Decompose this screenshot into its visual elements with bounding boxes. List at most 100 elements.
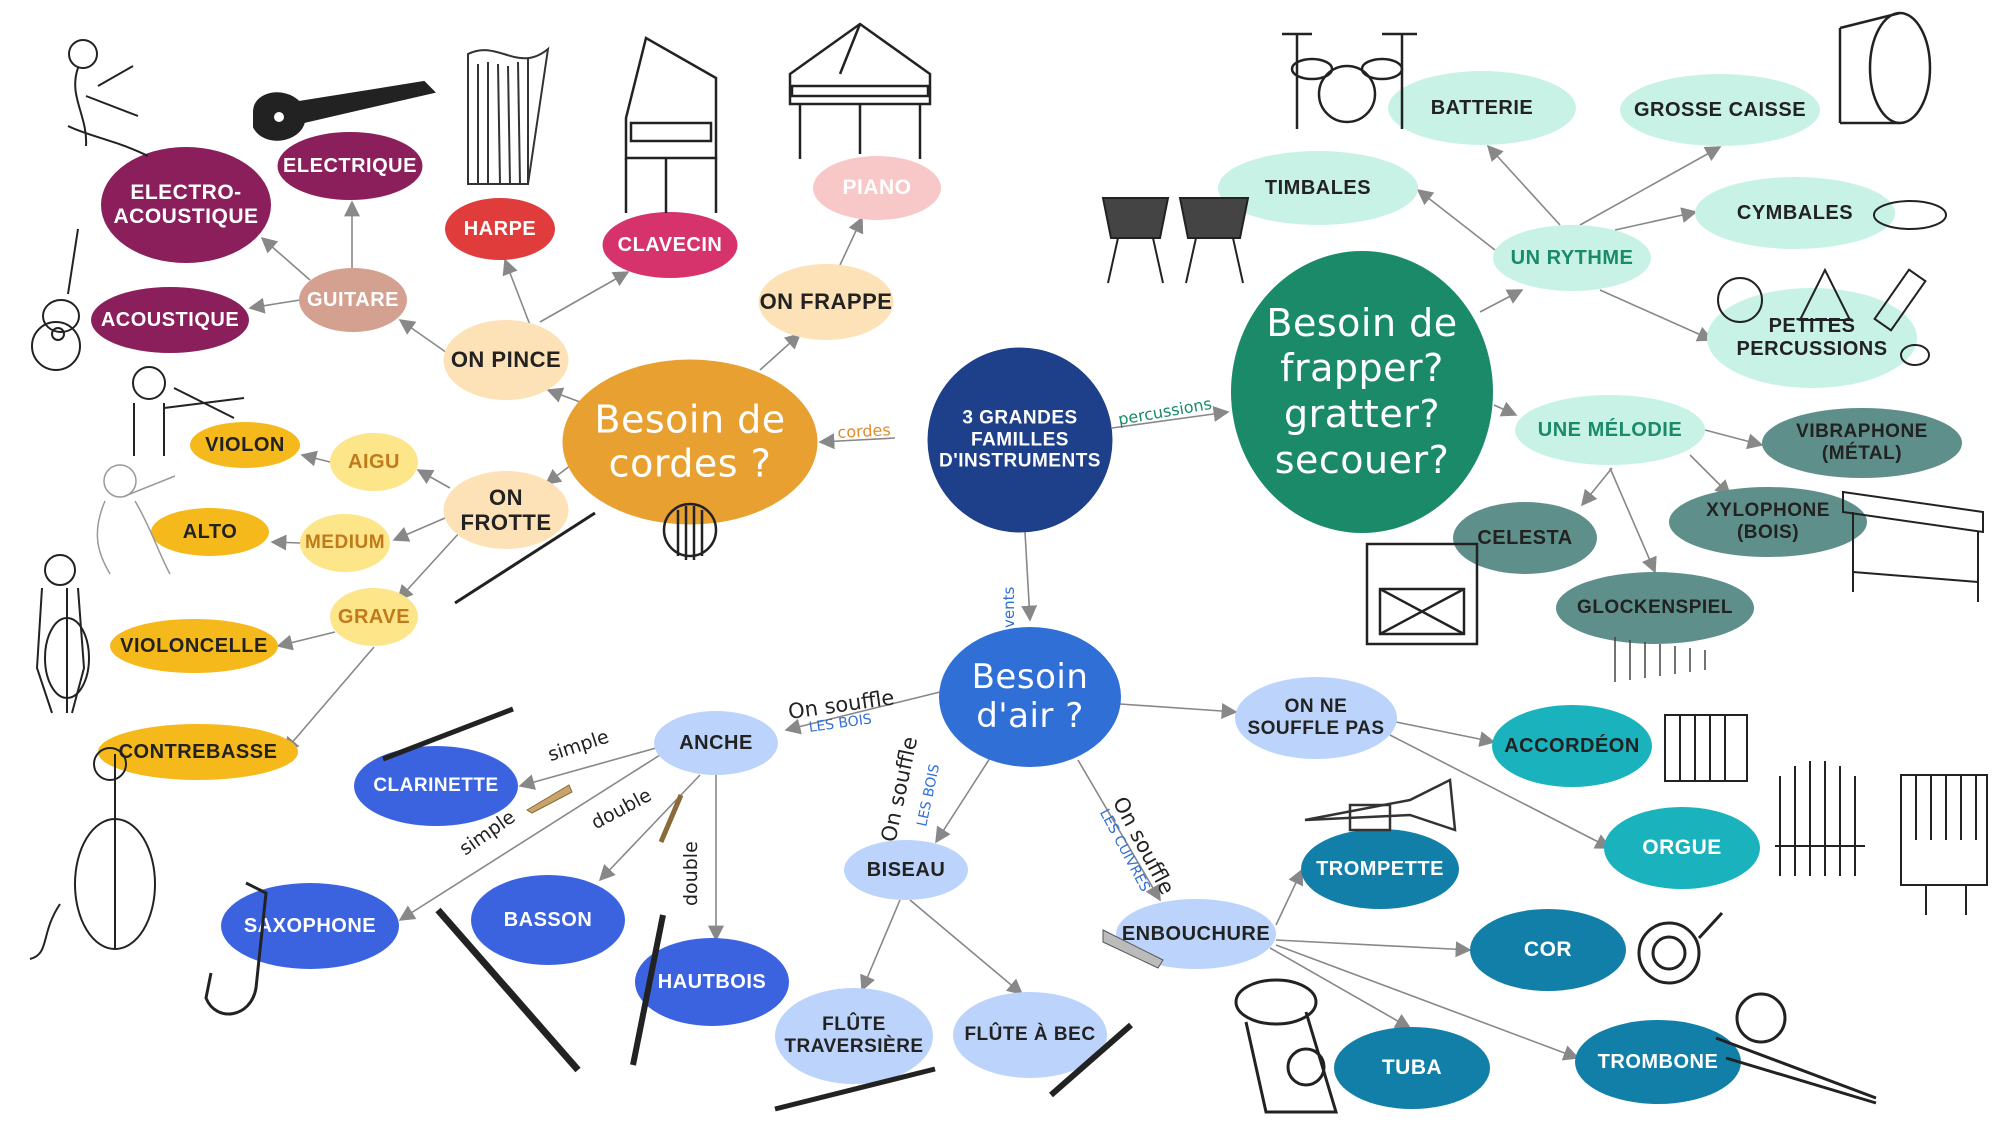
saxophone-icon	[204, 881, 268, 1016]
connector-arrow	[502, 258, 531, 326]
electro-acoustique-node: ELECTRO- ACOUSTIQUE	[101, 147, 271, 263]
connector-arrow	[276, 631, 336, 651]
trombone-node: TROMBONE	[1575, 1020, 1741, 1104]
connector-arrow	[1580, 467, 1613, 507]
connector-arrow	[1111, 406, 1230, 429]
on-frotte-node: ON FROTTE	[443, 471, 569, 549]
connector-arrow	[818, 433, 896, 450]
connector-arrow	[1479, 289, 1524, 313]
flute-traversiere-node: FLÛTE TRAVERSIÈRE	[775, 988, 933, 1084]
connector-arrow	[1275, 868, 1304, 926]
anche-node: ANCHE	[654, 711, 778, 775]
connector-arrow	[1579, 146, 1722, 226]
accordion-icon	[1664, 714, 1748, 782]
timpani-icon	[1101, 197, 1250, 284]
small-percussion-icon	[1717, 267, 1930, 366]
connector-arrow	[1614, 207, 1698, 231]
connector-arrow	[300, 450, 331, 467]
connector-arrow	[1275, 939, 1472, 958]
grosse-caisse-node: GROSSE CAISSE	[1620, 74, 1820, 146]
connector-arrow	[518, 747, 657, 790]
cordes-node: Besoin de cordes ?	[562, 359, 818, 525]
oboe-icon	[630, 914, 666, 1066]
un-rythme-node: UN RYTHME	[1493, 225, 1651, 291]
connector-arrow	[282, 646, 375, 754]
clavecin-node: CLAVECIN	[602, 212, 738, 278]
bassoon-icon	[435, 907, 581, 1073]
flute-a-bec-node: FLÛTE À BEC	[953, 992, 1107, 1078]
flute-icon	[774, 1066, 936, 1112]
cymbales-node: CYMBALES	[1695, 177, 1895, 249]
violon-node: VIOLON	[190, 422, 300, 468]
connector-arrow	[1486, 144, 1561, 226]
alto-node: ALTO	[151, 508, 269, 556]
connector-arrow	[1704, 429, 1764, 450]
petites-percussions-node: PETITES PERCUSSIONS	[1707, 288, 1917, 388]
xylophone-icon	[1842, 490, 1984, 602]
acoustic-guitar-icon	[31, 228, 81, 371]
harpe-node: HARPE	[445, 198, 555, 260]
trombone-icon	[1715, 992, 1877, 1105]
contrebasse-node: CONTREBASSE	[98, 724, 298, 780]
medium-node: MEDIUM	[300, 514, 390, 572]
trumpet-icon	[1304, 778, 1457, 832]
reed-double-icon	[658, 794, 684, 843]
electric-guitar-icon	[253, 80, 436, 141]
connector-arrow	[396, 531, 461, 602]
vibraphone-node: VIBRAPHONE (métal)	[1762, 408, 1962, 478]
connector-arrow	[759, 332, 802, 371]
connector-arrow	[248, 297, 301, 314]
connector-arrow	[1599, 289, 1714, 342]
edge-label-vents: vents	[1000, 586, 1018, 628]
connector-arrow	[392, 517, 446, 542]
violinist-icon	[132, 366, 245, 456]
percussions-node: Besoin de frapper? gratter? secouer?	[1231, 251, 1493, 533]
connector-arrow	[1493, 401, 1518, 417]
clarinette-node: CLARINETTE	[354, 746, 518, 826]
guitar-body-icon	[662, 502, 718, 560]
connector-arrow	[935, 754, 993, 844]
glockenspiel-node: GLOCKENSPIEL	[1556, 572, 1754, 644]
connector-arrow	[260, 236, 311, 281]
celesta-icon	[1365, 542, 1479, 646]
connector-arrow	[1609, 467, 1657, 574]
connector-arrow	[546, 387, 581, 403]
une-melodie-node: UNE MÉLODIE	[1515, 395, 1705, 465]
connector-arrow	[1269, 947, 1412, 1029]
connector-arrow	[784, 691, 941, 735]
chamber-organ-icon	[1900, 774, 1988, 915]
harp-icon	[467, 46, 550, 185]
accordeon-node: ACCORDÉON	[1492, 705, 1652, 787]
basson-node: BASSON	[471, 875, 625, 965]
on-pince-node: ON PINCE	[443, 320, 569, 400]
connector-arrow	[1395, 721, 1496, 747]
violoncelle-node: VIOLONCELLE	[110, 619, 278, 673]
trompette-node: TROMPETTE	[1301, 829, 1459, 909]
xylophone-node: XYLOPHONE (bois)	[1669, 487, 1867, 557]
orgue-node: ORGUE	[1604, 807, 1760, 889]
saxophone-node: SAXOPHONE	[221, 883, 399, 969]
connector-arrow	[398, 754, 661, 921]
connector-arrow	[1389, 734, 1612, 849]
connector-arrow	[598, 774, 701, 882]
aigu-node: AIGU	[330, 433, 418, 491]
connector-arrow	[270, 534, 301, 551]
connector-arrow	[1077, 759, 1161, 902]
bow-icon	[454, 511, 596, 605]
double-bass-icon	[29, 747, 156, 960]
horn-icon	[1637, 911, 1724, 985]
connector-arrow	[1119, 703, 1238, 719]
cor-node: COR	[1470, 909, 1626, 991]
electrique-node: ELECTRIQUE	[277, 132, 423, 200]
edge-label-hautbois-double: double	[680, 841, 702, 906]
connector-arrow	[839, 216, 864, 266]
grave-node: GRAVE	[330, 588, 418, 646]
alto-player-icon	[96, 464, 176, 575]
connector-arrow	[1275, 944, 1580, 1061]
recorder-icon	[1049, 1022, 1133, 1098]
tuba-node: TUBA	[1334, 1027, 1490, 1109]
cymbal-icon	[1873, 200, 1947, 230]
on-frappe-node: ON FRAPPE	[758, 264, 894, 340]
connector-arrow	[539, 271, 630, 323]
